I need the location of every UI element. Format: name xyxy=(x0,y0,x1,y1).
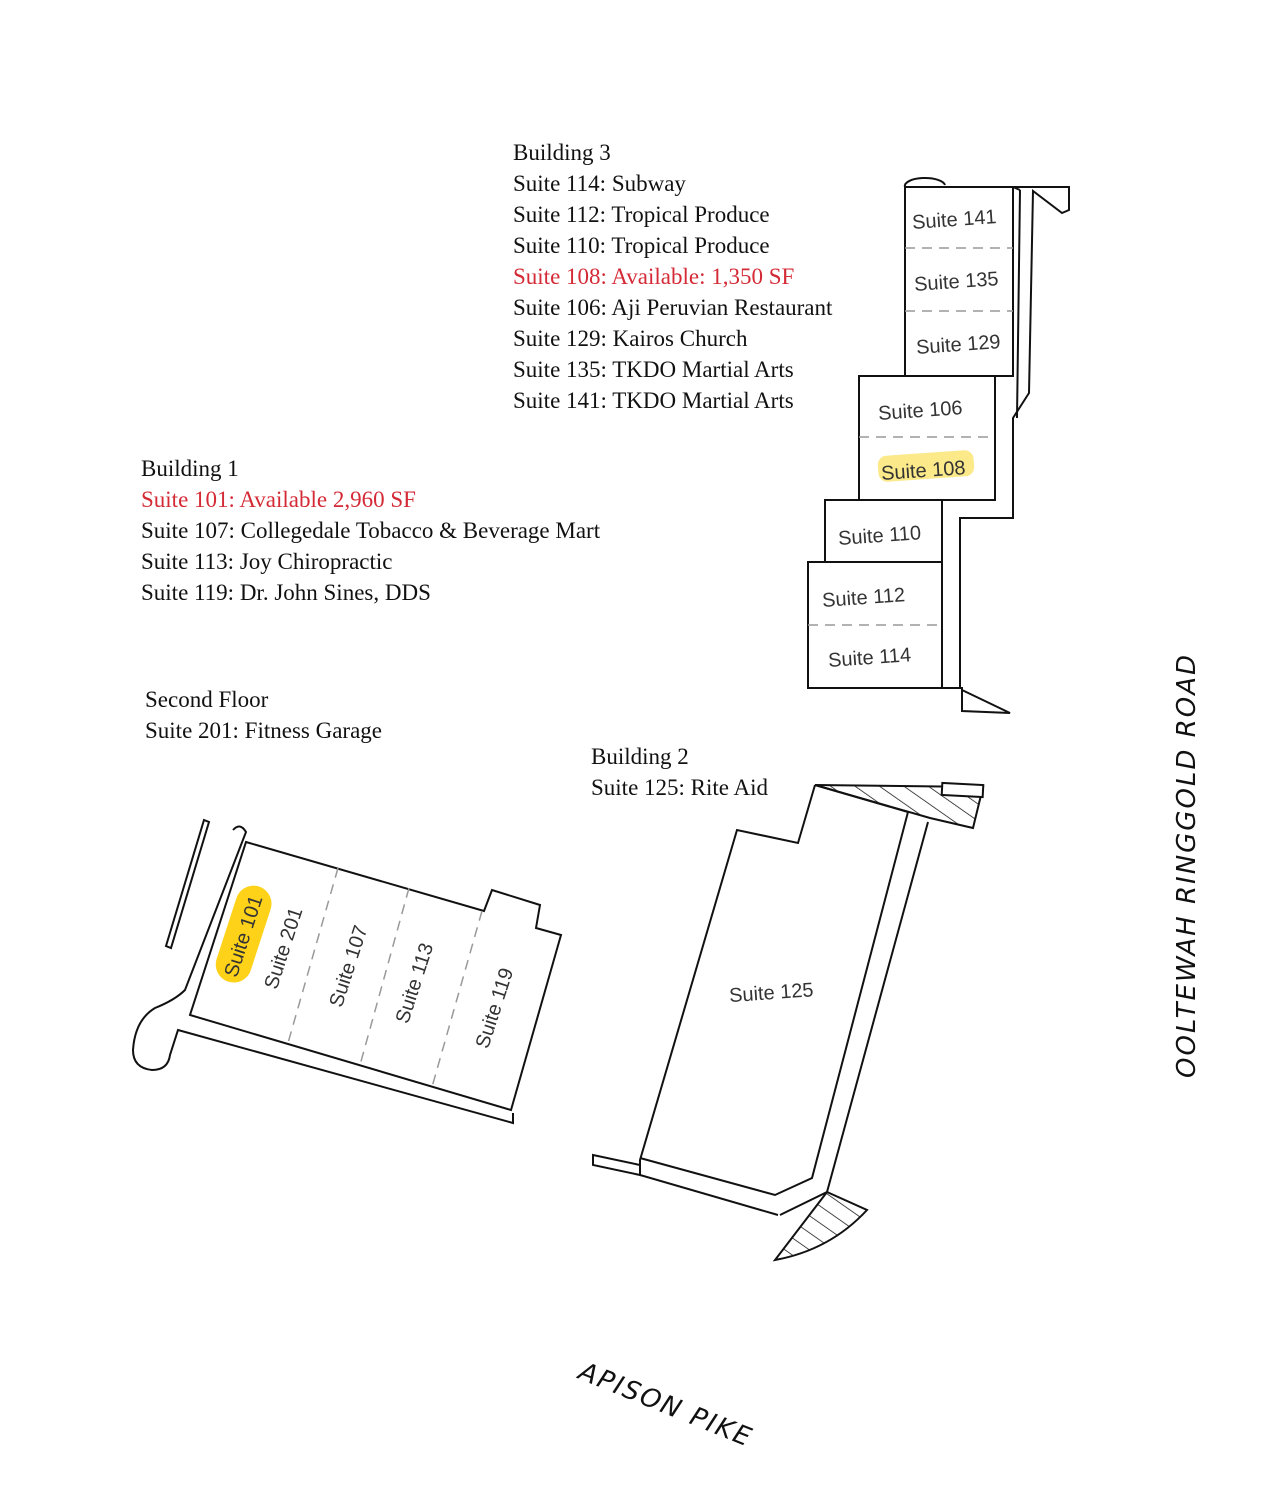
tenant-line: Suite 135: TKDO Martial Arts xyxy=(513,357,794,382)
median-strip xyxy=(164,818,211,950)
tenant-line: Suite 107: Collegedale Tobacco & Beverag… xyxy=(141,518,601,543)
building-2-legend: Building 2 Suite 125: Rite Aid xyxy=(591,741,768,803)
tenant-line: Suite 110: Tropical Produce xyxy=(513,233,770,258)
suite-label[interactable]: Suite 114 xyxy=(827,644,911,672)
suite-108-highlight xyxy=(877,450,975,482)
legend-title: Building 3 xyxy=(513,140,611,165)
suite-label[interactable]: Suite 107 xyxy=(325,923,372,1010)
tenant-line: Suite 112: Tropical Produce xyxy=(513,202,770,227)
road-label-south: APISON PIKE xyxy=(573,1356,757,1454)
suite-label[interactable]: Suite 119 xyxy=(472,965,519,1051)
curb xyxy=(131,825,514,1125)
tenant-line: Suite 201: Fitness Garage xyxy=(145,718,382,743)
suite-label[interactable]: Suite 129 xyxy=(915,331,1001,359)
building-1-legend: Building 1 Suite 101: Available 2,960 SF… xyxy=(141,453,600,608)
legend-title: Building 1 xyxy=(141,456,239,481)
suite-label[interactable]: Suite 113 xyxy=(392,940,439,1026)
suite-label[interactable]: Suite 110 xyxy=(837,522,921,550)
building-1-outline xyxy=(188,840,563,1112)
second-floor-legend: Second Floor Suite 201: Fitness Garage xyxy=(145,684,382,746)
suite-label[interactable]: Suite 141 xyxy=(911,206,997,234)
tenant-line: Suite 119: Dr. John Sines, DDS xyxy=(141,580,431,605)
tenant-line: Suite 129: Kairos Church xyxy=(513,326,748,351)
suite-label[interactable]: Suite 112 xyxy=(821,584,905,612)
tenant-line-available: Suite 108: Available: 1,350 SF xyxy=(513,264,795,289)
legend-title: Second Floor xyxy=(145,687,269,712)
tenant-line: Suite 113: Joy Chiropractic xyxy=(141,549,393,574)
legend-title: Building 2 xyxy=(591,744,689,769)
building-3-plan: Suite 141 Suite 135 Suite 129 Suite 106 … xyxy=(807,176,1070,714)
tenant-line-available: Suite 101: Available 2,960 SF xyxy=(141,487,416,512)
suite-label[interactable]: Suite 135 xyxy=(913,268,999,296)
suite-label[interactable]: Suite 106 xyxy=(877,397,963,425)
suite-label-highlighted[interactable]: Suite 108 xyxy=(880,457,966,485)
tenant-line: Suite 106: Aji Peruvian Restaurant xyxy=(513,295,833,320)
building-2-plan: Suite 125 xyxy=(592,781,985,1262)
road-label-east: OOLTEWAH RINGGOLD ROAD xyxy=(1172,653,1202,1078)
tenant-line: Suite 141: TKDO Martial Arts xyxy=(513,388,794,413)
tenant-line: Suite 125: Rite Aid xyxy=(591,775,768,800)
tenant-line: Suite 114: Subway xyxy=(513,171,686,196)
suite-label[interactable]: Suite 125 xyxy=(728,979,814,1007)
building-1-plan: Suite 101 Suite 201 Suite 107 Suite 113 … xyxy=(131,818,563,1125)
suite-101-highlight xyxy=(215,885,272,983)
building-3-legend: Building 3 Suite 114: Subway Suite 112: … xyxy=(513,137,832,416)
